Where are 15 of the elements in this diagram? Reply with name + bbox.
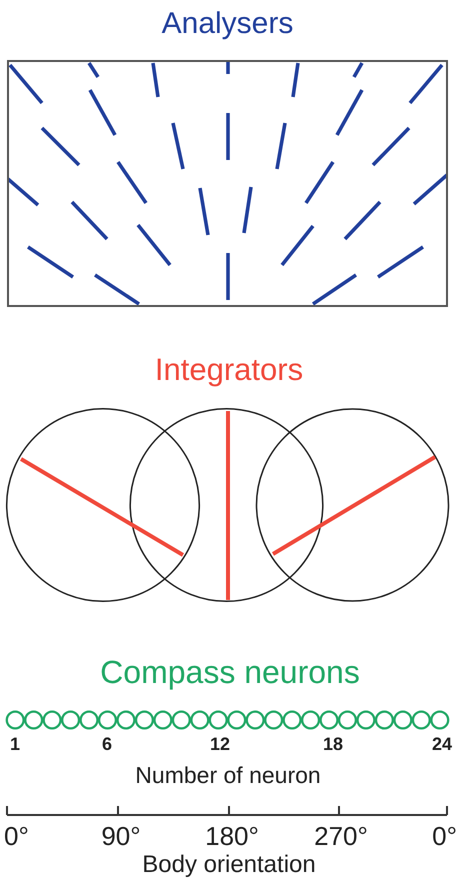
tick-label: 12 [210,735,230,753]
tick-label: 0° [4,823,29,849]
section-heading: Compass neurons [100,656,360,688]
tick-label: 180° [205,823,259,849]
section-heading: Analysers [162,9,294,39]
tick-label: 6 [102,735,112,753]
tick-label: 1 [10,735,20,753]
tick-label: 18 [322,735,344,753]
tick-label: 270° [314,823,368,849]
section-heading: Integrators [154,354,304,385]
axis-title: Number of neuron [135,764,321,787]
axis-title: Body orientation [142,853,316,877]
tick-label: 90° [101,823,141,849]
tick-label: 0° [432,823,457,849]
tick-label: 24 [432,735,452,753]
